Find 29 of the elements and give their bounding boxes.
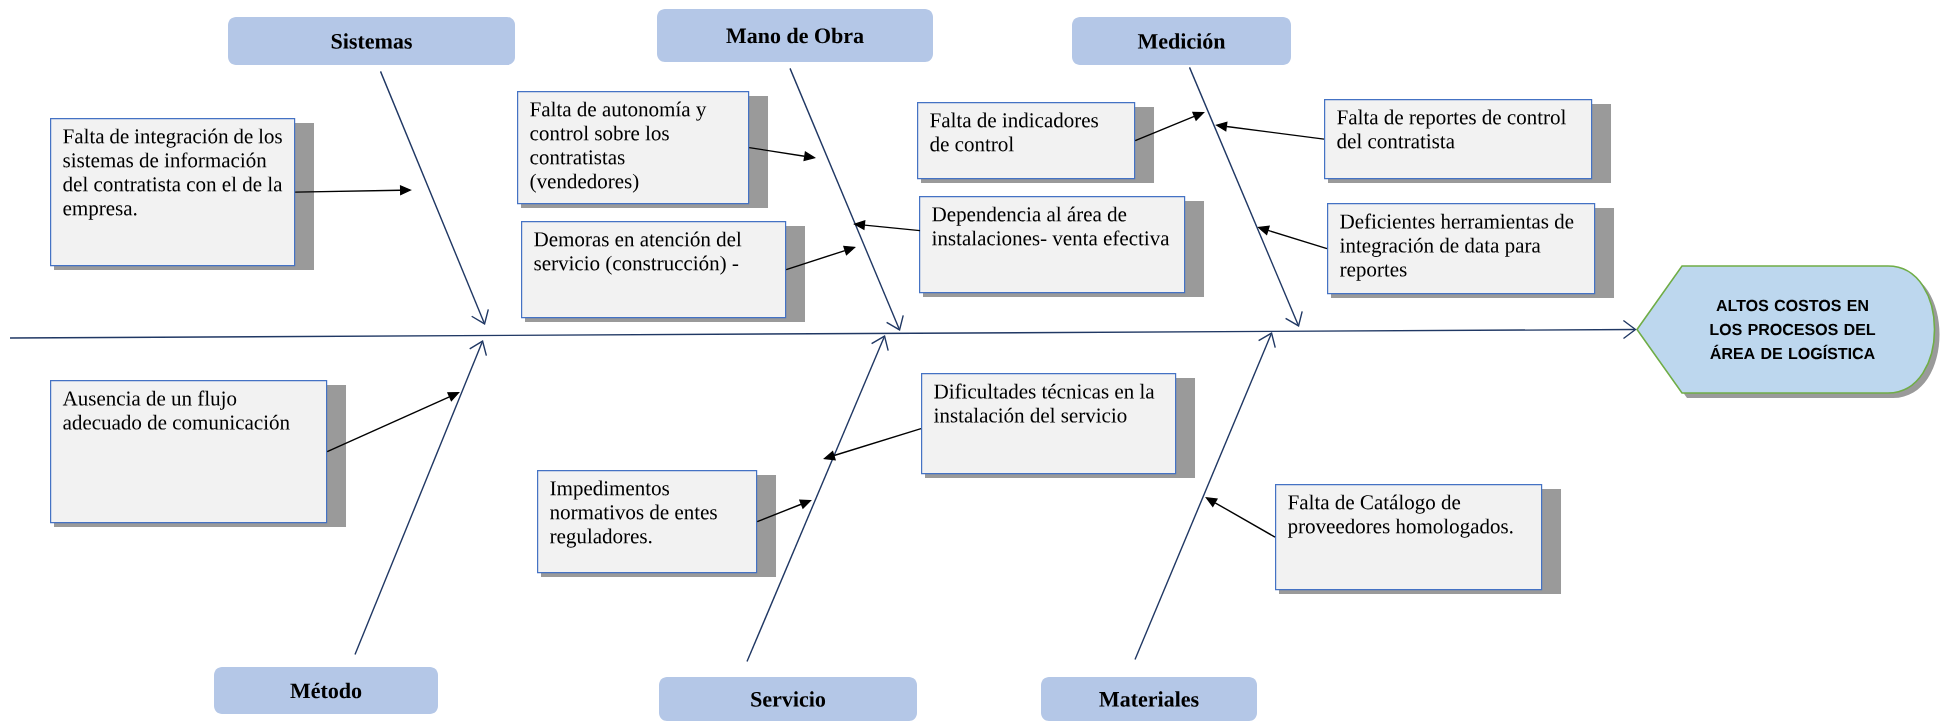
arrow: [326, 392, 460, 453]
cause-box: Demoras en atención del servicio (construcción) -: [521, 221, 805, 322]
cause-box: Falta de indicadores de control: [917, 102, 1154, 183]
bone-arrow: [1134, 332, 1276, 661]
cause-box: Ausencia de un flujo adecuado de comunicación: [50, 380, 346, 527]
category-box: Medición: [1072, 17, 1291, 65]
arrow: [1134, 111, 1205, 142]
spine-arrow: [9, 319, 1637, 340]
category-box: Materiales: [1041, 677, 1257, 721]
arrow: [1205, 497, 1276, 538]
bone-arrow: [354, 340, 488, 656]
cause-box: Deficientes herramientas de integración de data para reportes: [1327, 203, 1614, 298]
category-box: Método: [214, 667, 438, 714]
bone-arrow: [1188, 66, 1303, 327]
category-box: Servicio: [659, 677, 917, 721]
arrow: [756, 499, 812, 523]
category-box: Sistemas: [228, 17, 515, 65]
cause-box: Falta de integración de los sistemas de información del contratista con el de la empresa.: [50, 118, 314, 270]
category-box: Mano de Obra: [657, 9, 933, 62]
effect-box: ALTOS COSTOS EN LOS PROCESOS DEL ÁREA DE LOGÍSTICA: [1636, 265, 1940, 398]
cause-box: Dependencia al área de instalaciones- venta efectiva: [919, 196, 1204, 297]
cause-box: Falta de autonomía y control sobre los contratistas (vendedores): [517, 91, 768, 208]
bone-arrow: [789, 67, 904, 331]
cause-box: Falta de Catálogo de proveedores homologados.: [1275, 484, 1561, 594]
cause-box: Dificultades técnicas en la instalación del servicio: [921, 373, 1195, 478]
bone-arrow: [379, 70, 489, 325]
cause-box: Falta de reportes de control del contratista: [1324, 99, 1611, 183]
bone-arrow: [746, 335, 889, 663]
cause-box: Impedimentos normativos de entes reguladores.: [537, 470, 776, 577]
